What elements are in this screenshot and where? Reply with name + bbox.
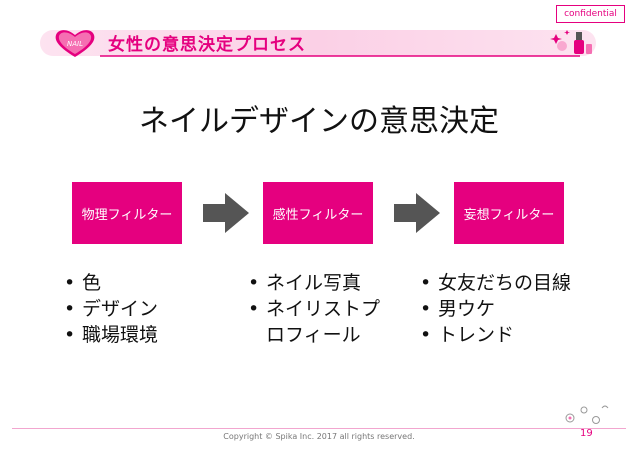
nail-polish-decoration-icon (550, 30, 592, 54)
filter-box-fantasy: 妄想フィルター (454, 182, 564, 244)
filter-box-physical: 物理フィルター (72, 182, 182, 244)
header-title: 女性の意思決定プロセス (108, 35, 306, 55)
arrow-right-icon (203, 193, 249, 233)
svg-text:NAIL: NAIL (67, 40, 83, 48)
list-item: 色 (60, 270, 158, 296)
banner-background (40, 30, 596, 57)
list-item: デザイン (60, 296, 158, 322)
footer-divider (12, 428, 626, 429)
page-number: 19 (580, 428, 593, 439)
confidential-badge: confidential (556, 5, 625, 23)
list-item: 女友だちの目線 (416, 270, 571, 296)
list-item: 職場環境 (60, 322, 158, 348)
heart-logo-icon: NAIL (55, 30, 95, 57)
list-item: ネイリストプ (244, 296, 380, 322)
list-item-continuation-text: ロフィール (266, 324, 361, 346)
list-item: 男ウケ (416, 296, 571, 322)
page-title: ネイルデザインの意思決定 (139, 104, 499, 139)
bullet-list-physical: 色 デザイン 職場環境 (60, 270, 158, 348)
list-item-continuation: ロフィール (244, 322, 380, 348)
flower-decoration-icon (565, 405, 609, 424)
footer-copyright: Copyright © Spika Inc. 2017 all rights r… (223, 432, 415, 441)
bullet-list-fantasy: 女友だちの目線 男ウケ トレンド (416, 270, 571, 348)
header-banner: NAIL 女性の意思決定プロセス (40, 26, 596, 60)
list-item: ネイル写真 (244, 270, 380, 296)
bullet-list-sensibility: ネイル写真 ネイリストプ ロフィール (244, 270, 380, 348)
list-item: トレンド (416, 322, 571, 348)
filter-box-sensibility: 感性フィルター (263, 182, 373, 244)
arrow-right-icon (394, 193, 440, 233)
